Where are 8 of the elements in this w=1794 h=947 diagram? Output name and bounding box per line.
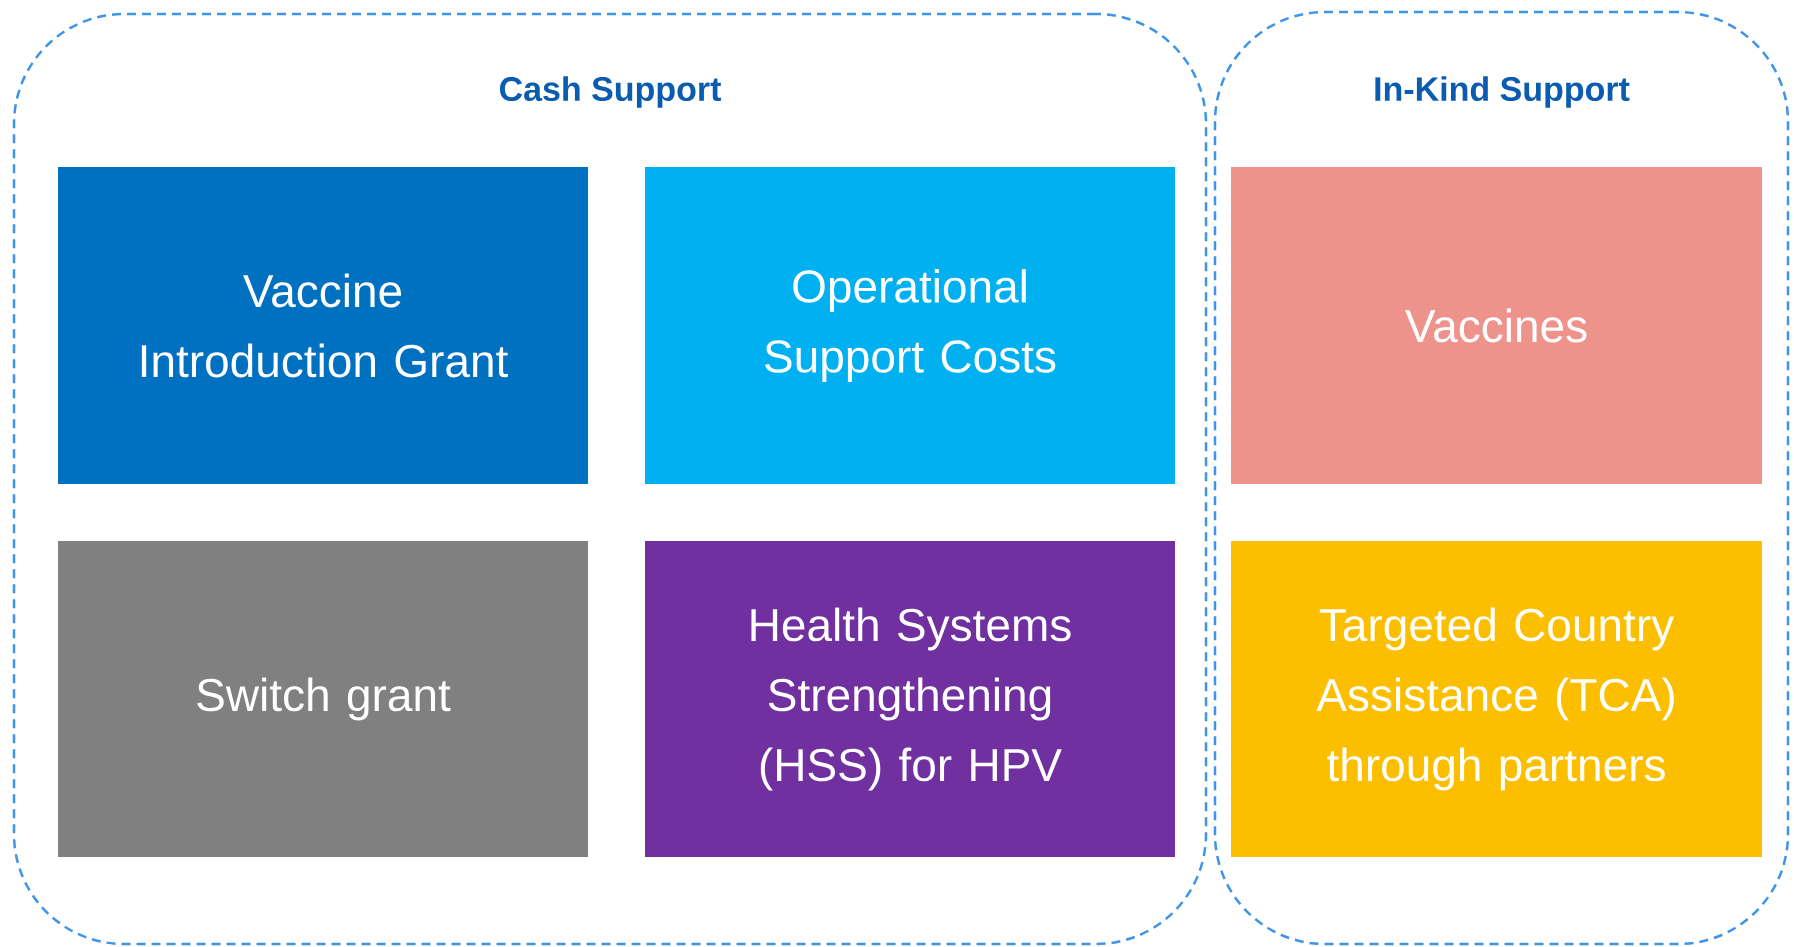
group-heading: Cash Support <box>499 76 721 108</box>
category-box: Vaccines <box>1231 167 1762 484</box>
category-box: Health Systems Strengthening (HSS) for HPV <box>645 541 1175 857</box>
group-heading: In-Kind Support <box>1375 76 1630 108</box>
category-box: Switch grant <box>58 541 588 857</box>
category-box: Vaccine Introduction Grant <box>58 167 588 484</box>
category-box: Operational Support Costs <box>645 167 1175 484</box>
category-box: Targeted Country Assistance (TCA) through partners <box>1231 541 1762 857</box>
